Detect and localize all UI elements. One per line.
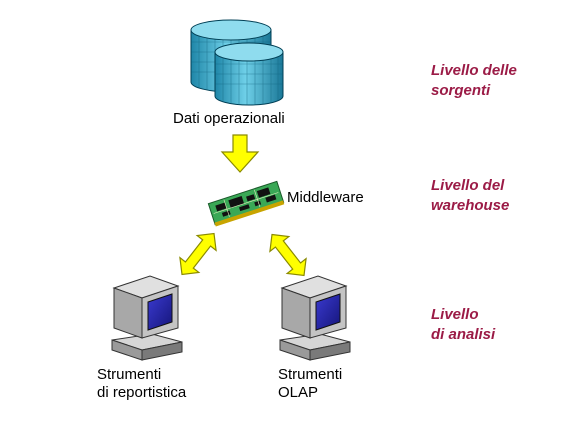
circuit-board-icon — [207, 180, 285, 227]
level-warehouse-line2: warehouse — [431, 197, 510, 214]
olap-tools-line2: OLAP — [278, 384, 319, 401]
reporting-tools-line2: di reportistica — [97, 384, 187, 401]
level-sources-line2: sorgenti — [431, 82, 491, 99]
level-analysis-line1: Livello — [431, 306, 479, 323]
double-arrow-icon — [179, 232, 217, 276]
level-warehouse-line1: Livello del — [431, 177, 505, 194]
reporting-tools-label: Strumenti di reportistica — [97, 366, 186, 402]
level-sources-line1: Livello delle — [431, 62, 517, 79]
olap-tools-line1: Strumenti — [278, 366, 343, 383]
database-icon — [190, 19, 284, 106]
double-arrow-icon — [269, 233, 307, 277]
level-analysis: Livello di analisi — [431, 305, 495, 345]
middleware-label: Middleware — [287, 189, 364, 206]
level-warehouse: Livello del warehouse — [431, 176, 509, 216]
computer-icon — [111, 275, 183, 361]
sources-label: Dati operazionali — [173, 110, 285, 127]
computer-icon — [279, 275, 351, 361]
olap-tools-label: Strumenti OLAP — [278, 366, 342, 402]
down-arrow-icon — [220, 134, 260, 173]
level-analysis-line2: di analisi — [431, 326, 496, 343]
reporting-tools-line1: Strumenti — [97, 366, 162, 383]
level-sources: Livello delle sorgenti — [431, 61, 517, 101]
